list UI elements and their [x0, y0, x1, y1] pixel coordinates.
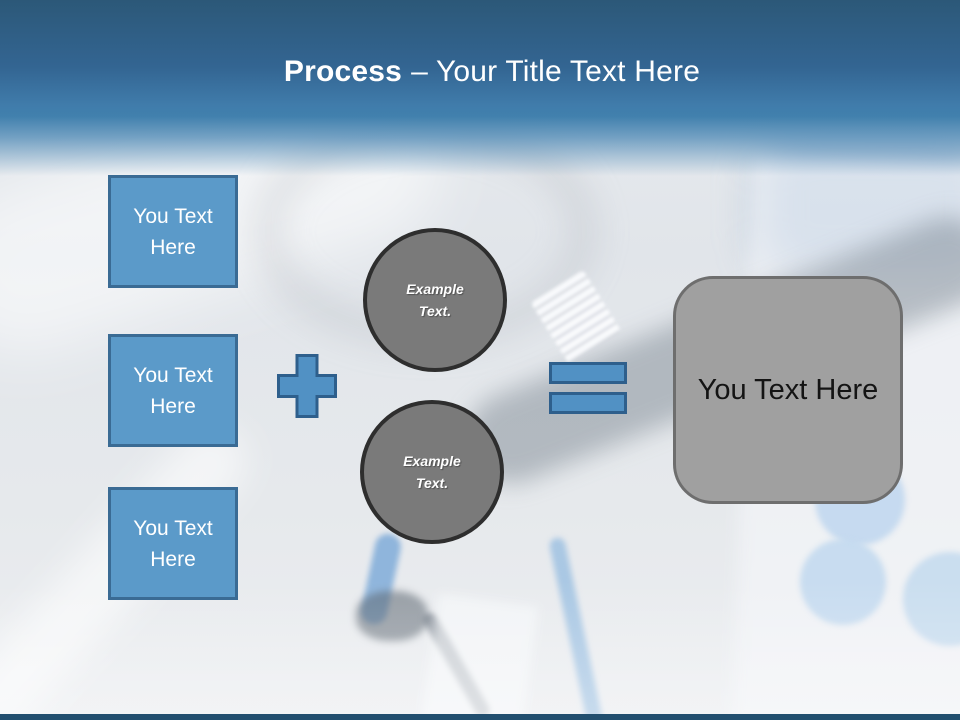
text-box-1-label: You Text Here	[133, 204, 213, 259]
background-blue-circle	[800, 539, 886, 625]
equals-bottom-bar	[549, 392, 627, 414]
text-box-3-label: You Text Here	[133, 516, 213, 571]
result-box-label: You Text Here	[697, 373, 879, 406]
text-box-3: You Text Here	[108, 487, 238, 600]
plus-icon	[277, 354, 337, 418]
equals-icon	[549, 362, 627, 414]
text-box-2: You Text Here	[108, 334, 238, 447]
slide-title-text: – Your Title Text Here	[411, 55, 701, 88]
result-box: You Text Here	[673, 276, 903, 504]
example-circle-2-label: Example Text.	[403, 453, 461, 491]
header-band	[0, 0, 960, 176]
text-box-2-label: You Text Here	[133, 363, 213, 418]
footer-bar	[0, 714, 960, 720]
background-plug-connector	[356, 591, 428, 641]
equals-top-bar	[549, 362, 627, 384]
background-bottom-glow	[0, 580, 960, 720]
slide-title: Process– Your Title Text Here	[0, 54, 960, 90]
text-box-1: You Text Here	[108, 175, 238, 288]
example-circle-2: Example Text.	[360, 400, 504, 544]
slide-title-emphasis: Process	[283, 55, 403, 88]
example-circle-1: Example Text.	[363, 228, 507, 372]
example-circle-1-label: Example Text.	[406, 281, 464, 319]
